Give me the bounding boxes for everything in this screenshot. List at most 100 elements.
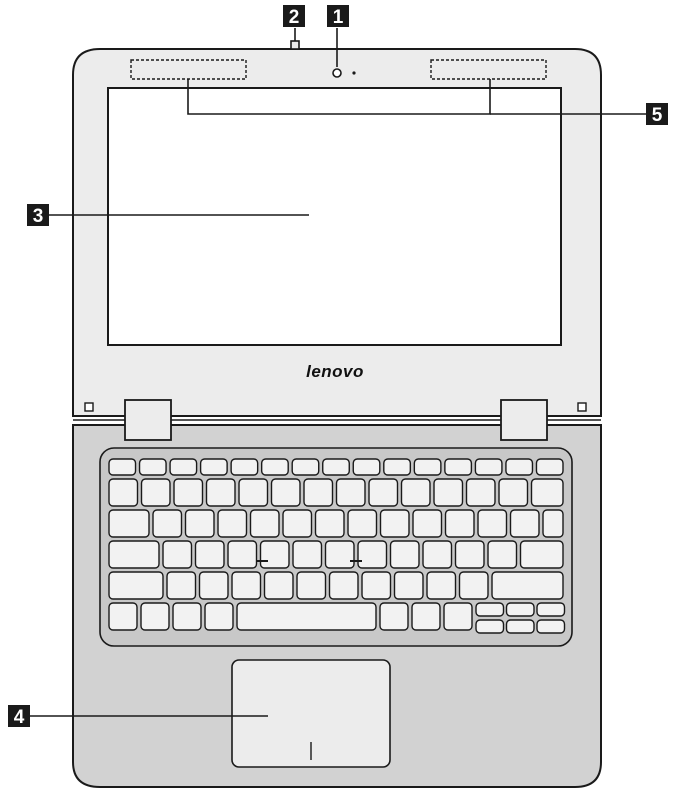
number-row-key-7	[335, 478, 366, 507]
number-row-key-0	[108, 478, 139, 507]
fn-row-key-9	[383, 458, 412, 476]
shift-row-key-2	[198, 571, 229, 600]
shift-row-key-8	[393, 571, 424, 600]
fn-row-key-12	[474, 458, 503, 476]
bottom-row-right-key-0	[379, 602, 409, 631]
tab-row-key-9	[412, 509, 443, 538]
caps-row-key-4	[259, 540, 290, 569]
number-row-key-12	[498, 478, 529, 507]
bottom-row-key-3	[204, 602, 234, 631]
tab-row-key-12	[509, 509, 540, 538]
number-row-key-1	[140, 478, 171, 507]
fn-row-key-2	[169, 458, 198, 476]
tab-row-key-11	[477, 509, 508, 538]
bezel-pad-right	[577, 402, 587, 412]
caps-row-key-2	[194, 540, 225, 569]
touchpad	[231, 659, 391, 768]
arrow-up	[505, 602, 535, 617]
caps-row-key-5	[292, 540, 323, 569]
svg-text:4: 4	[14, 707, 25, 728]
shift-row-key-6	[328, 571, 359, 600]
fn-row-key-10	[413, 458, 442, 476]
bezel-pad-left	[84, 402, 94, 412]
caps-row-key-11	[487, 540, 518, 569]
fn-row-key-0	[108, 458, 137, 476]
number-row-key-3	[205, 478, 236, 507]
shift-row-key-0	[108, 571, 164, 600]
arrow-left	[475, 619, 505, 634]
bottom-row-right-key-2	[443, 602, 473, 631]
laptop-lid: lenovo	[72, 40, 602, 417]
number-row-key-6	[303, 478, 334, 507]
hinge-left	[124, 399, 172, 441]
caps-row-key-7	[357, 540, 388, 569]
fn-row-key-6	[291, 458, 320, 476]
number-row-key-9	[400, 478, 431, 507]
caps-row-key-1	[162, 540, 193, 569]
number-row-key-11	[465, 478, 496, 507]
keyboard-keys	[108, 458, 566, 634]
svg-text:5: 5	[652, 105, 663, 126]
svg-text:3: 3	[33, 206, 44, 227]
fn-row-key-3	[199, 458, 228, 476]
caps-row-key-12	[519, 540, 564, 569]
bottom-row-key-1	[140, 602, 170, 631]
arrow-top-right	[536, 602, 566, 617]
caps-row-key-9	[422, 540, 453, 569]
shift-row-key-9	[426, 571, 457, 600]
caps-row-key-10	[454, 540, 485, 569]
tab-row-key-10	[444, 509, 475, 538]
bottom-row-key-2	[172, 602, 202, 631]
tab-row-key-2	[184, 509, 215, 538]
camera-lens-icon	[332, 68, 342, 78]
number-row-key-2	[173, 478, 204, 507]
top-edge-button	[290, 40, 300, 50]
shift-row-key-4	[263, 571, 294, 600]
antenna-area-right	[430, 59, 547, 80]
camera-indicator-icon	[352, 71, 356, 75]
shift-row-key-7	[361, 571, 392, 600]
tab-row-key-3	[217, 509, 248, 538]
tab-row-key-5	[282, 509, 313, 538]
tab-row-key-1	[152, 509, 183, 538]
bottom-row-right-key-1	[411, 602, 441, 631]
fn-row-key-5	[260, 458, 289, 476]
svg-text:1: 1	[333, 7, 344, 28]
tab-row-key-0	[108, 509, 150, 538]
fn-row-key-1	[138, 458, 167, 476]
arrow-down	[505, 619, 535, 634]
shift-row-key-5	[296, 571, 327, 600]
hinge-right	[500, 399, 548, 441]
number-row-key-13	[530, 478, 564, 507]
tab-row-key-8	[379, 509, 410, 538]
caps-row-key-8	[389, 540, 420, 569]
caps-row-key-6	[324, 540, 355, 569]
number-row-key-5	[270, 478, 301, 507]
number-row-key-10	[433, 478, 464, 507]
svg-text:2: 2	[289, 7, 300, 28]
shift-row-key-1	[166, 571, 197, 600]
callout-4: 4	[8, 705, 30, 728]
shift-row-key-3	[231, 571, 262, 600]
caps-row-key-0	[108, 540, 160, 569]
number-row-key-4	[238, 478, 269, 507]
caps-row-key-3	[227, 540, 258, 569]
tab-row-key-7	[347, 509, 378, 538]
fn-row-key-11	[444, 458, 473, 476]
brand-logo: lenovo	[306, 362, 364, 381]
shift-row-key-11	[491, 571, 564, 600]
fn-row-key-8	[352, 458, 381, 476]
display-screen	[107, 87, 562, 346]
tab-row-key-4	[249, 509, 280, 538]
fn-row-key-14	[535, 458, 564, 476]
fn-row-key-4	[230, 458, 259, 476]
callout-3: 3	[27, 204, 49, 227]
tab-row-key-13	[542, 509, 564, 538]
callout-1: 1	[327, 5, 349, 28]
laptop-base	[72, 424, 602, 788]
number-row-key-8	[368, 478, 399, 507]
leader-line-5	[187, 79, 491, 115]
callout-2: 2	[283, 5, 305, 28]
arrow-top-left	[475, 602, 505, 617]
